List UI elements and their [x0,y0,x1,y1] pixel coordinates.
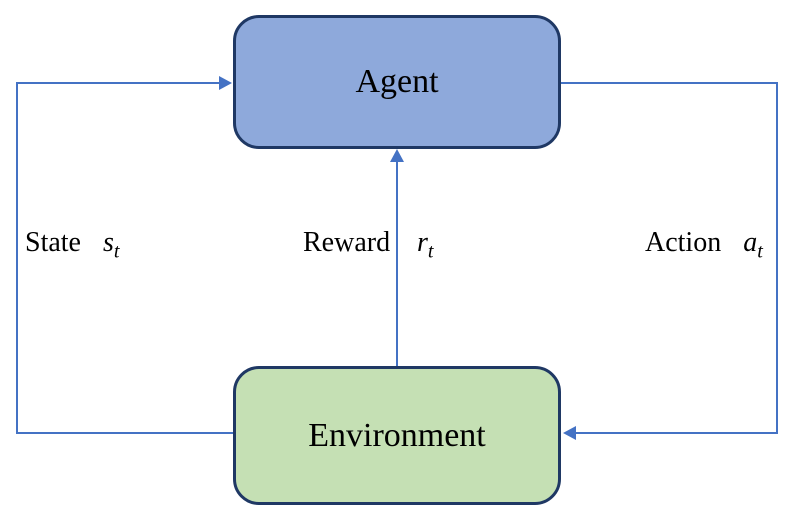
reward-edge-symbol: rt [417,227,434,263]
action-label-text: Action [645,227,722,258]
state-label-text: State [25,227,81,258]
state-edge-line-horizontal-bottom [16,432,234,434]
reward-subscript: t [427,240,434,263]
action-edge-line-horizontal-bottom [576,432,778,434]
reward-symbol: rt [417,227,434,263]
environment-node: Environment [233,366,561,505]
reward-arrowhead-icon [390,149,404,162]
state-edge-line-horizontal [16,82,222,84]
state-edge-line-vertical [16,82,18,434]
action-edge-label: Action at [645,227,763,263]
environment-node-label: Environment [308,416,486,454]
reward-label-text: Reward [303,227,391,258]
state-symbol: st [103,227,120,263]
state-subscript: t [113,240,120,263]
action-symbol: at [743,227,763,263]
action-subscript: t [757,240,763,263]
reward-edge-label: Reward [303,227,390,259]
agent-node: Agent [233,15,561,149]
agent-node-label: Agent [355,63,439,100]
action-edge-line-horizontal-top [561,82,778,84]
reward-edge-line-vertical [396,160,398,366]
action-arrowhead-icon [563,426,576,440]
action-edge-line-vertical [776,82,778,434]
state-arrowhead-icon [219,76,232,90]
